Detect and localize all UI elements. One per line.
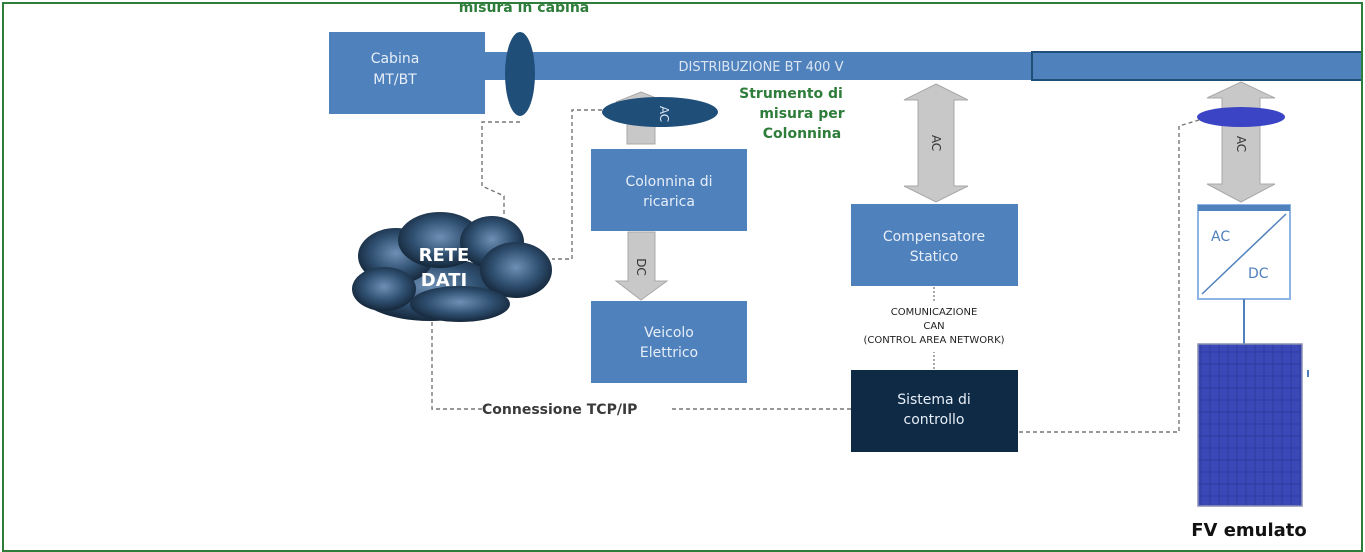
comunicazione-label-line2: CAN — [923, 321, 944, 332]
top-cut-label: misura in cabina — [459, 4, 590, 16]
arrow-dc-label: DC — [634, 258, 648, 276]
sistema-label-line1: Sistema di — [897, 392, 971, 408]
inverter-box — [1197, 204, 1291, 300]
arrow-ac-label-fv: AC — [1234, 136, 1248, 152]
dashed-rete-sistema — [431, 322, 482, 410]
colonnina-box — [591, 149, 747, 231]
strumento-label-line3: Colonnina — [763, 126, 841, 142]
arrow-ac-label-colonnina: AC — [657, 106, 671, 122]
comunicazione-label-line3: (CONTROL AREA NETWORK) — [863, 335, 1004, 346]
fv-meter-ellipse — [1197, 107, 1285, 127]
veicolo-label-line2: Elettrico — [640, 345, 698, 361]
inverter-ac-label: AC — [1211, 229, 1230, 245]
comunicazione-label-line1: COMUNICAZIONE — [891, 307, 978, 318]
pv-panel — [1197, 343, 1303, 507]
dashed-cabina-rete — [481, 121, 520, 216]
arrow-dc-veicolo — [614, 231, 669, 301]
compensatore-label-line2: Statico — [910, 249, 959, 265]
veicolo-label-line1: Veicolo — [644, 325, 694, 341]
colonnina-meter-ellipse — [602, 97, 718, 127]
sistema-label-line2: controllo — [904, 412, 965, 428]
veicolo-box — [591, 301, 747, 383]
strumento-label-line1: Strumento di — [739, 86, 843, 102]
bus-label: DISTRIBUZIONE BT 400 V — [679, 60, 844, 75]
cabina-label-line2: MT/BT — [373, 72, 417, 88]
distribution-bus — [484, 52, 1032, 80]
colonnina-label-line1: Colonnina di — [625, 174, 712, 190]
compensatore-label-line1: Compensatore — [883, 229, 985, 245]
cabina-label-line1: Cabina — [371, 51, 420, 67]
rete-dati-cloud — [352, 212, 552, 322]
sistema-box — [851, 370, 1018, 452]
arrow-ac-label-compensatore: AC — [929, 135, 943, 151]
diagram-canvas: misura in cabina DISTRIBUZIONE BT 400 V … — [329, 4, 1361, 541]
rete-label-line2: DATI — [421, 270, 467, 291]
colonnina-label-line2: ricarica — [643, 194, 695, 210]
fv-label: FV emulato — [1191, 520, 1307, 541]
strumento-label-line2: misura per — [759, 106, 844, 122]
arrow-ac-compensatore — [903, 83, 969, 203]
rete-label-line1: RETE — [419, 245, 470, 266]
compensatore-box — [851, 204, 1018, 286]
can-label-bg — [804, 302, 1054, 352]
distribution-bus-extension — [1031, 51, 1361, 81]
dashed-sistema-fv — [1019, 119, 1200, 433]
cabina-meter-ellipse — [505, 32, 535, 116]
dashed-strumento-rete — [552, 109, 602, 260]
tcp-label: Connessione TCP/IP — [482, 402, 637, 418]
inverter-dc-label: DC — [1248, 266, 1269, 282]
cabina-box — [329, 32, 485, 114]
